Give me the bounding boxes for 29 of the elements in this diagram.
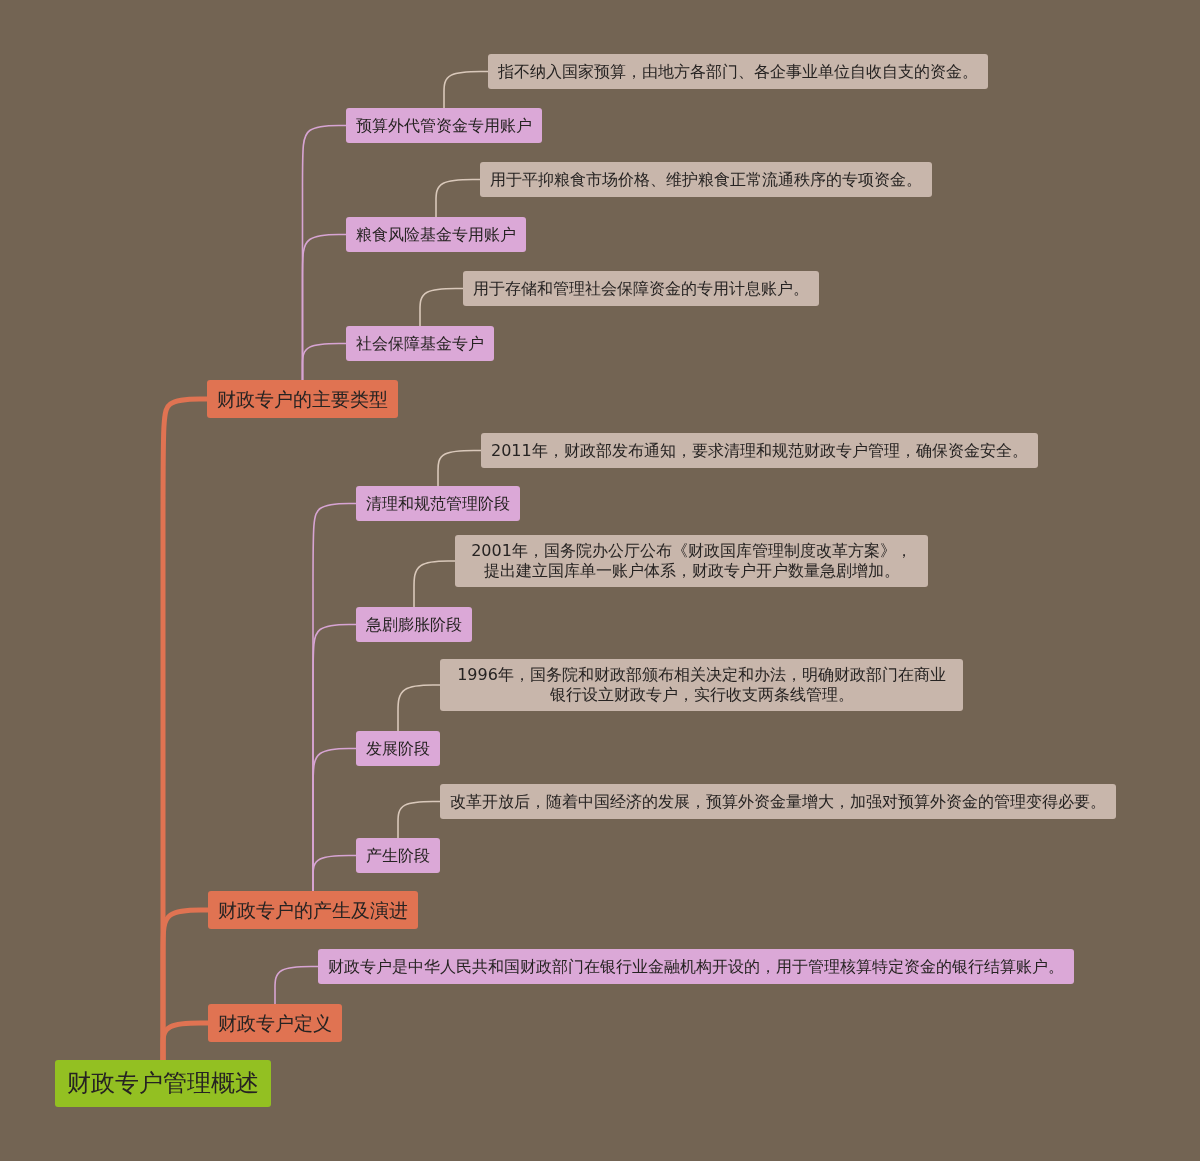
detail-note: 指不纳入国家预算，由地方各部门、各企事业单位自收自支的资金。 — [488, 54, 988, 89]
detail-note: 2011年，财政部发布通知，要求清理和规范财政专户管理，确保资金安全。 — [481, 433, 1038, 468]
branch-line — [443, 70, 489, 109]
branch-topic: 财政专户的主要类型 — [207, 380, 398, 418]
central-topic: 财政专户管理概述 — [55, 1060, 271, 1107]
detail-note: 用于平抑粮食市场价格、维护粮食正常流通秩序的专项资金。 — [480, 162, 932, 197]
subtopic: 清理和规范管理阶段 — [356, 486, 520, 521]
detail-note: 改革开放后，随着中国经济的发展，预算外资金量增大，加强对预算外资金的管理变得必要。 — [440, 784, 1116, 819]
branch-line — [301, 342, 347, 381]
subtopic: 社会保障基金专户 — [346, 326, 494, 361]
detail-note: 用于存储和管理社会保障资金的专用计息账户。 — [463, 271, 819, 306]
detail-note: 2001年，国务院办公厅公布《财政国库管理制度改革方案》，提出建立国库单一账户体系，财政专户开户数量急剧增加。 — [455, 535, 928, 587]
detail-note: 1996年，国务院和财政部颁布相关决定和办法，明确财政部门在商业银行设立财政专户，实行收支两条线管理。 — [440, 659, 963, 711]
subtopic: 粮食风险基金专用账户 — [346, 217, 526, 252]
subtopic: 财政专户是中华人民共和国财政部门在银行业金融机构开设的，用于管理核算特定资金的银行结算账户。 — [318, 949, 1074, 984]
subtopic: 急剧膨胀阶段 — [356, 607, 472, 642]
branch-line — [274, 965, 319, 1005]
branch-line — [312, 854, 357, 892]
branch-topic: 财政专户定义 — [208, 1004, 342, 1042]
branch-topic: 财政专户的产生及演进 — [208, 891, 418, 929]
branch-line — [397, 800, 441, 839]
branch-line — [437, 449, 482, 487]
branch-line — [397, 684, 441, 732]
subtopic: 预算外代管资金专用账户 — [346, 108, 542, 143]
branch-line — [419, 287, 464, 327]
branch-line — [413, 560, 456, 608]
subtopic: 发展阶段 — [356, 731, 440, 766]
branch-line — [435, 178, 481, 218]
subtopic: 产生阶段 — [356, 838, 440, 873]
